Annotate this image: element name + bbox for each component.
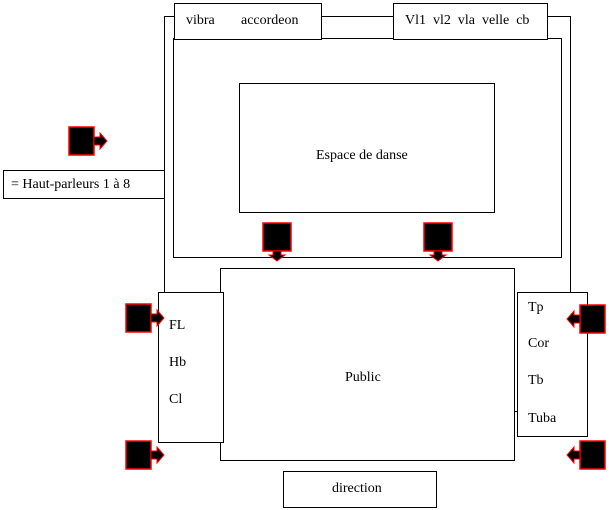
- brass-item: Tb: [528, 373, 544, 388]
- percussion-box: vibra accordeon: [174, 3, 322, 40]
- brass-item: Tp: [528, 300, 544, 315]
- woodwind-item: Cl: [169, 392, 183, 407]
- accordeon-label: accordeon: [241, 13, 299, 28]
- outer-right-line: [570, 16, 571, 293]
- speaker-icon: [125, 440, 165, 470]
- legend-label: = Haut-parleurs 1 à 8: [11, 177, 131, 192]
- dance-space-box: Espace de danse: [239, 83, 495, 213]
- woodwinds-box: FL Hb Cl: [158, 292, 224, 443]
- vibra-label: vibra: [186, 13, 215, 28]
- direction-label: direction: [332, 481, 382, 496]
- speaker-icon: [68, 126, 108, 156]
- speaker-icon: [566, 440, 606, 470]
- direction-box: direction: [283, 471, 437, 508]
- speaker-icon: [566, 304, 606, 334]
- speaker-icon: [423, 222, 453, 262]
- speaker-icon: [125, 303, 165, 333]
- woodwind-item: FL: [169, 318, 186, 333]
- brass-box: Tp Cor Tb Tuba: [517, 292, 588, 437]
- strings-label: Vl1 vl2 vla velle cb: [405, 13, 530, 28]
- brass-item: Cor: [528, 336, 549, 351]
- legend-box: = Haut-parleurs 1 à 8: [3, 170, 165, 199]
- connector-right: [514, 411, 518, 412]
- dance-space-label: Espace de danse: [316, 148, 408, 163]
- strings-box: Vl1 vl2 vla velle cb: [393, 3, 548, 40]
- outer-top-line: [164, 16, 571, 17]
- speaker-icon: [262, 222, 292, 262]
- brass-item: Tuba: [528, 411, 557, 426]
- public-box: Public: [220, 268, 515, 461]
- outer-left-line: [164, 16, 165, 293]
- woodwind-item: Hb: [169, 355, 187, 370]
- public-label: Public: [345, 370, 381, 385]
